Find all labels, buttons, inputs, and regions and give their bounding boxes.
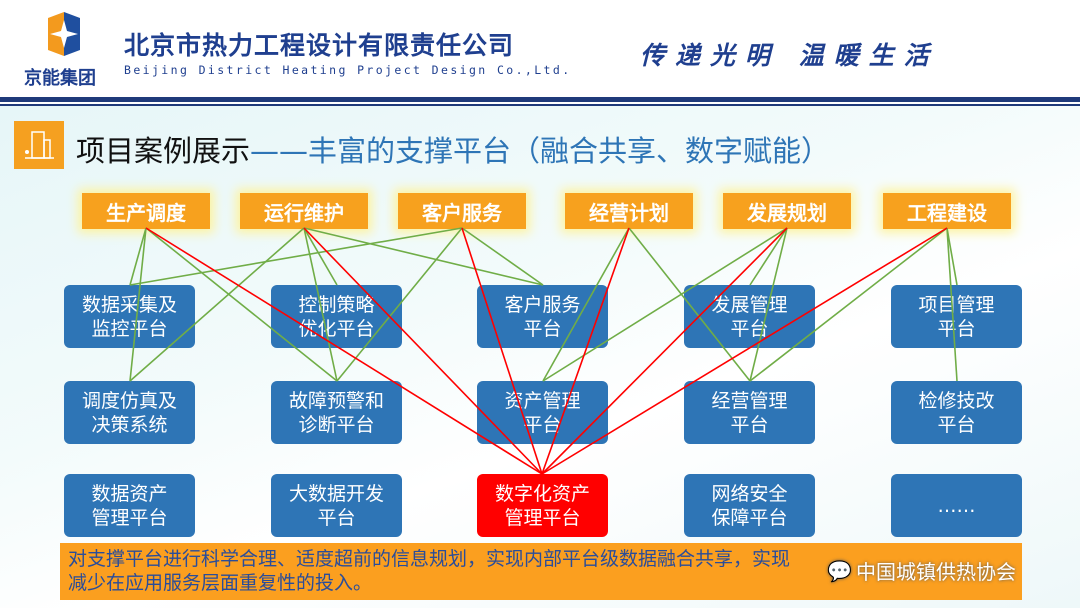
platform-box: 控制策略优化平台	[271, 285, 402, 348]
header-divider	[0, 97, 1080, 102]
logo-text: 京能集团	[24, 68, 96, 89]
platform-label-line: 资产管理	[504, 389, 581, 412]
platform-box: 网络安全保障平台	[684, 474, 815, 537]
platform-label-line: 管理平台	[504, 506, 581, 529]
platform-label-line: 发展管理	[711, 293, 788, 316]
platform-label-line: 检修技改	[918, 389, 995, 412]
platform-label-line: 优化平台	[298, 317, 375, 340]
platform-box: 项目管理平台	[891, 285, 1022, 348]
platform-label-line: 经营管理	[711, 389, 788, 412]
platform-label-line: 平台	[523, 413, 562, 436]
title-main: 项目案例展示	[76, 134, 251, 168]
category-4: 经营计划	[565, 193, 693, 229]
platform-label-line: 平台	[937, 317, 976, 340]
platform-box: 大数据开发平台	[271, 474, 402, 537]
platform-label-line: 控制策略	[298, 293, 375, 316]
slide-header: 京能集团 北京市热力工程设计有限责任公司 Beijing District He…	[0, 0, 1080, 96]
platform-label-line: 平台	[730, 317, 769, 340]
platform-box: ……	[891, 474, 1022, 537]
platform-label-line: 决策系统	[91, 413, 168, 436]
platform-label-line: 数据采集及	[81, 293, 177, 316]
platform-box: 调度仿真及决策系统	[64, 381, 195, 444]
platform-label-line: 平台	[523, 317, 562, 340]
category-5: 发展规划	[723, 193, 851, 229]
platform-label-line: 大数据开发	[288, 482, 384, 505]
category-1: 生产调度	[82, 193, 210, 229]
company-name-cn: 北京市热力工程设计有限责任公司	[124, 31, 515, 60]
title-sub: ——丰富的支撑平台（融合共享、数字赋能）	[250, 134, 831, 168]
building-icon	[14, 121, 64, 169]
platform-box: 发展管理平台	[684, 285, 815, 348]
platform-box: 检修技改平台	[891, 381, 1022, 444]
platform-box: 故障预警和诊断平台	[271, 381, 402, 444]
wechat-watermark: 💬中国城镇供热协会	[827, 556, 1016, 585]
platform-label-line: 项目管理	[918, 293, 995, 316]
platform-label-line: 平台	[730, 413, 769, 436]
platform-label-line: ……	[937, 494, 976, 517]
platform-box: 数据采集及监控平台	[64, 285, 195, 348]
platform-label-line: 管理平台	[91, 506, 168, 529]
summary-note: 对支撑平台进行科学合理、适度超前的信息规划，实现内部平台级数据融合共享，实现减少…	[60, 543, 1022, 600]
wechat-icon: 💬	[827, 558, 852, 583]
category-6: 工程建设	[883, 193, 1011, 229]
category-3: 客户服务	[398, 193, 526, 229]
company-name-en: Beijing District Heating Project Design …	[124, 63, 572, 77]
platform-label-line: 调度仿真及	[81, 389, 177, 412]
platform-label-line: 数据资产	[91, 482, 168, 505]
platform-label-line: 平台	[937, 413, 976, 436]
header-divider-thin	[0, 104, 1080, 106]
platform-label-line: 监控平台	[91, 317, 168, 340]
platform-box: 经营管理平台	[684, 381, 815, 444]
platform-label-line: 故障预警和	[288, 389, 384, 412]
category-2: 运行维护	[240, 193, 368, 229]
platform-box-highlighted: 数字化资产管理平台	[477, 474, 608, 537]
slide-title: 项目案例展示——丰富的支撑平台（融合共享、数字赋能）	[76, 128, 830, 170]
platform-label-line: 保障平台	[711, 506, 788, 529]
platform-label-line: 网络安全	[711, 482, 788, 505]
platform-label-line: 诊断平台	[298, 413, 375, 436]
company-logo-icon	[48, 12, 80, 56]
platform-label-line: 数字化资产	[494, 482, 590, 505]
watermark-source: 中国城镇供热协会	[856, 560, 1016, 584]
platform-label-line: 平台	[317, 506, 356, 529]
slogan: 传递光明 温暖生活	[640, 41, 939, 70]
platform-box: 客户服务平台	[477, 285, 608, 348]
platform-box: 数据资产管理平台	[64, 474, 195, 537]
platform-box: 资产管理平台	[477, 381, 608, 444]
platform-label-line: 客户服务	[504, 293, 581, 316]
